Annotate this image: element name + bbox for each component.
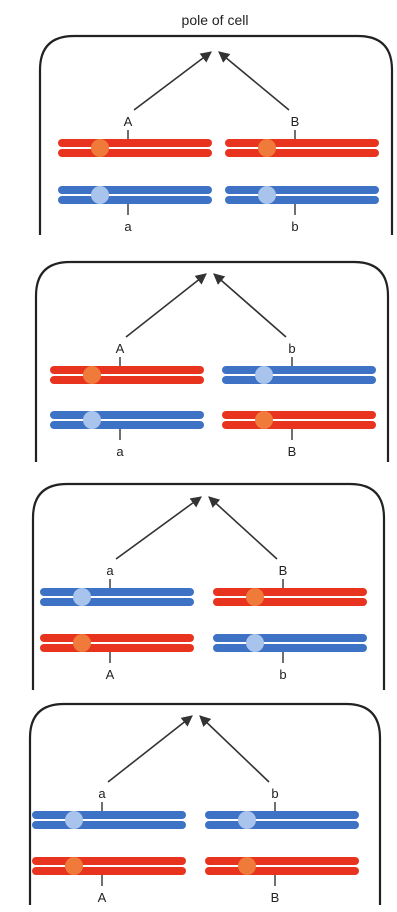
left-top-chromosome xyxy=(58,139,212,157)
left-top-chromosome xyxy=(50,366,204,384)
allele-label: A xyxy=(98,890,107,905)
centromere xyxy=(65,811,83,829)
allele-label: b xyxy=(279,667,286,682)
allele-label: a xyxy=(124,219,132,234)
centromere xyxy=(83,366,101,384)
centromere xyxy=(238,811,256,829)
centromere xyxy=(238,857,256,875)
allele-label: A xyxy=(116,341,125,356)
cell-outline xyxy=(34,260,390,462)
arrow-left-to-pole xyxy=(125,273,207,338)
cell-outline xyxy=(31,482,386,690)
allele-label: B xyxy=(291,114,300,129)
arrow-right-to-pole xyxy=(208,496,278,560)
centromere xyxy=(258,186,276,204)
right-top-chromosome xyxy=(225,139,379,157)
allele-label: b xyxy=(271,786,278,801)
allele-label: B xyxy=(279,563,288,578)
right-bottom-chromosome xyxy=(225,186,379,204)
centromere xyxy=(255,366,273,384)
left-bottom-chromosome xyxy=(50,411,204,429)
centromere xyxy=(65,857,83,875)
left-bottom-chromosome xyxy=(58,186,212,204)
right-bottom-chromosome xyxy=(213,634,367,652)
right-bottom-chromosome xyxy=(222,411,376,429)
arrow-left-to-pole xyxy=(115,496,202,560)
allele-label: B xyxy=(271,890,280,905)
allele-label: a xyxy=(98,786,106,801)
arrow-left-to-pole xyxy=(133,51,212,111)
centromere xyxy=(73,634,91,652)
arrow-right-to-pole xyxy=(213,273,287,338)
right-top-chromosome xyxy=(213,588,367,606)
right-top-chromosome xyxy=(222,366,376,384)
centromere xyxy=(258,139,276,157)
right-bottom-chromosome xyxy=(205,857,359,875)
cell-panel-3: aA Bb xyxy=(31,482,386,690)
allele-label: b xyxy=(291,219,298,234)
left-bottom-chromosome xyxy=(40,634,194,652)
left-bottom-chromosome xyxy=(32,857,186,875)
centromere xyxy=(91,139,109,157)
cell-panel-2: Aa bB xyxy=(34,260,390,462)
right-top-chromosome xyxy=(205,811,359,829)
pole-of-cell-label: pole of cell xyxy=(182,12,249,28)
allele-label: a xyxy=(116,444,124,459)
allele-label: a xyxy=(106,563,114,578)
cell-outline xyxy=(38,34,394,235)
cell-panel-1: Aa Bb xyxy=(38,34,394,235)
allele-label: B xyxy=(288,444,297,459)
arrow-left-to-pole xyxy=(107,715,193,783)
allele-label: A xyxy=(106,667,115,682)
left-top-chromosome xyxy=(32,811,186,829)
left-top-chromosome xyxy=(40,588,194,606)
centromere xyxy=(83,411,101,429)
centromere xyxy=(91,186,109,204)
centromere xyxy=(255,411,273,429)
centromere xyxy=(73,588,91,606)
centromere xyxy=(246,588,264,606)
cell-outline xyxy=(28,702,382,905)
allele-label: b xyxy=(288,341,295,356)
arrow-right-to-pole xyxy=(218,51,290,111)
arrow-right-to-pole xyxy=(199,715,270,783)
allele-label: A xyxy=(124,114,133,129)
centromere xyxy=(246,634,264,652)
